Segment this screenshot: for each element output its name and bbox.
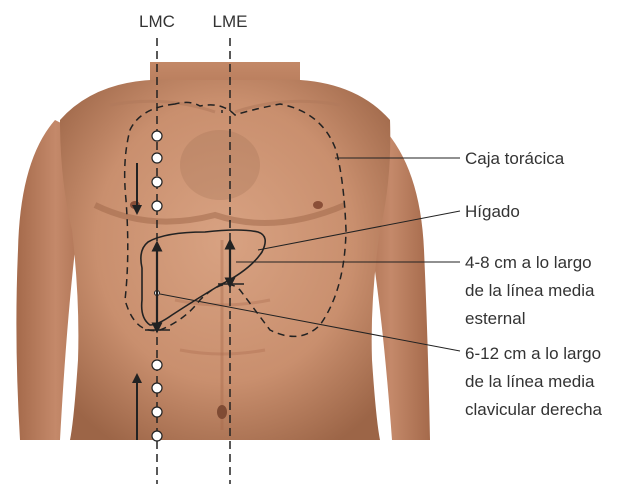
percussion-point xyxy=(152,431,162,441)
lme-label: LME xyxy=(213,12,248,31)
right-nipple xyxy=(313,201,323,209)
percussion-point xyxy=(152,383,162,393)
percussion-point xyxy=(152,153,162,163)
label-liver: Hígado xyxy=(465,202,520,221)
label-rib-cage: Caja torácica xyxy=(465,149,565,168)
percussion-point xyxy=(152,360,162,370)
percussion-point xyxy=(152,407,162,417)
torso-image xyxy=(16,62,430,440)
label-clavicular-1: 6-12 cm a lo largo xyxy=(465,344,601,363)
navel xyxy=(217,405,227,419)
label-clavicular-3: clavicular derecha xyxy=(465,400,603,419)
label-sternal-1: 4-8 cm a lo largo xyxy=(465,253,592,272)
label-clavicular-2: de la línea media xyxy=(465,372,595,391)
chest-hair xyxy=(180,130,260,200)
label-sternal-3: esternal xyxy=(465,309,525,328)
percussion-point xyxy=(152,201,162,211)
percussion-point xyxy=(152,177,162,187)
label-sternal-2: de la línea media xyxy=(465,281,595,300)
left-nipple xyxy=(130,201,140,209)
percussion-point xyxy=(152,131,162,141)
lmc-label: LMC xyxy=(139,12,175,31)
